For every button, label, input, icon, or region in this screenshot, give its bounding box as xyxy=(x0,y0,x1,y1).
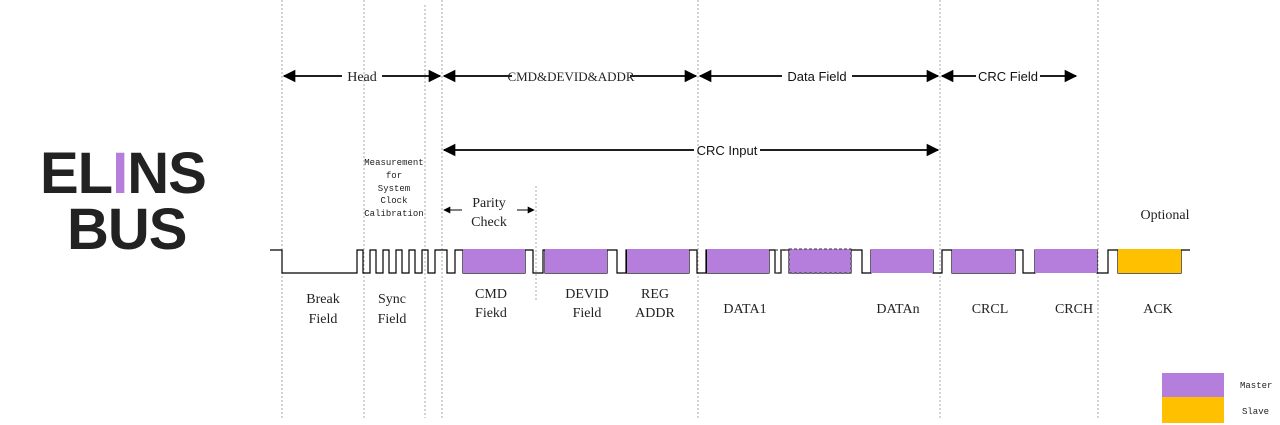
measurement-line-1: Measurement xyxy=(364,158,423,168)
legend-slave-swatch xyxy=(1162,397,1224,423)
crc-input-label: CRC Input xyxy=(697,143,758,158)
measurement-line-2: for xyxy=(386,171,402,181)
sync-field-label-1: Sync xyxy=(378,292,406,307)
cmd-field-label-1: CMD xyxy=(475,287,507,302)
measurement-line-3: System xyxy=(378,184,410,194)
data1-label: DATA1 xyxy=(723,302,766,317)
sync-field-label-2: Field xyxy=(378,312,407,327)
measurement-line-4: Clock xyxy=(380,196,407,206)
legend-master-swatch xyxy=(1162,373,1224,397)
crcl-label: CRCL xyxy=(972,302,1009,317)
devid-field-label-1: DEVID xyxy=(565,287,609,302)
parity-label-line-1: Parity xyxy=(472,196,505,211)
reg-addr-label-1: REG xyxy=(641,287,669,302)
measurement-note: Measurement for System Clock Calibration xyxy=(364,158,423,219)
crch-label: CRCH xyxy=(1055,302,1093,317)
measurement-line-5: Calibration xyxy=(364,209,423,219)
elins-bus-logo: ELINS BUS xyxy=(40,141,207,262)
field-boundary-lines xyxy=(281,0,1099,418)
head-label: Head xyxy=(347,70,377,85)
devid-field-label-2: Field xyxy=(573,306,602,321)
ack-block xyxy=(1118,249,1181,273)
logo-line-2: BUS xyxy=(67,197,186,262)
datan-block xyxy=(871,249,933,273)
datan-label: DATAn xyxy=(876,302,919,317)
break-field-label-1: Break xyxy=(306,292,339,307)
crcl-block xyxy=(952,249,1015,273)
logo-accent-i: I xyxy=(112,141,127,206)
data1-block xyxy=(707,249,769,273)
reg-addr-block xyxy=(627,249,689,273)
break-field-label-2: Field xyxy=(309,312,338,327)
data-ellipsis-block xyxy=(788,248,852,274)
data-field-label: Data Field xyxy=(787,69,846,84)
parity-label-line-2: Check xyxy=(471,215,507,230)
cmd-block xyxy=(463,249,525,273)
logo-line-1: ELINS xyxy=(40,141,206,206)
optional-label: Optional xyxy=(1141,208,1190,223)
cmd-devid-addr-label: CMD&DEVID&ADDR xyxy=(507,69,634,84)
section-arrows xyxy=(282,69,1078,157)
legend-master-label: Master xyxy=(1240,381,1272,391)
reg-addr-label-2: ADDR xyxy=(635,306,675,321)
frame-blocks xyxy=(463,248,1181,274)
devid-block xyxy=(545,249,607,273)
crc-field-label: CRC Field xyxy=(978,69,1038,84)
legend-slave-label: Slave xyxy=(1242,407,1269,417)
field-labels: Break Field Sync Field CMD Fiekd DEVID F… xyxy=(306,287,1173,327)
ack-label: ACK xyxy=(1143,302,1173,317)
legend: Master Slave xyxy=(1162,373,1272,423)
cmd-field-label-2: Fiekd xyxy=(475,306,507,321)
crch-block xyxy=(1035,249,1097,273)
